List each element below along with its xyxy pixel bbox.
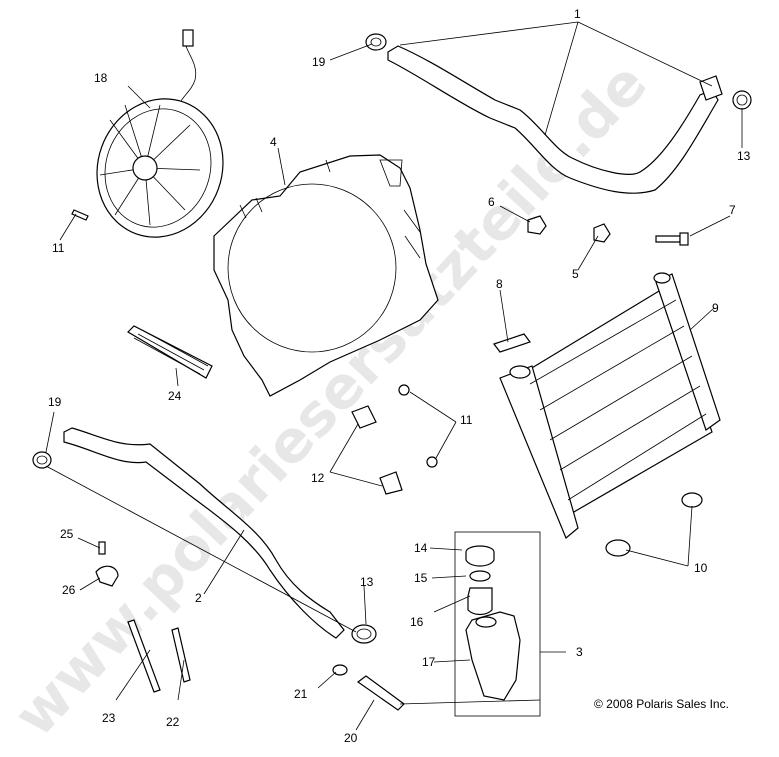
screw-25 (98, 541, 106, 555)
bolt-7 (655, 232, 689, 246)
nut-6 (527, 215, 547, 235)
hose-sleeve (127, 325, 213, 379)
nut-5 (593, 223, 611, 243)
clamp-21 (332, 664, 348, 676)
callout-11-fan: 11 (52, 241, 65, 255)
clip-26 (95, 565, 119, 587)
callout-17: 17 (422, 655, 436, 669)
callout-21: 21 (294, 687, 308, 701)
callout-11-mounts: 11 (460, 413, 473, 427)
copyright-text: © 2008 Polaris Sales Inc. (594, 697, 729, 711)
grommet-upper (681, 492, 703, 508)
callout-4: 4 (270, 135, 277, 149)
callout-1: 1 (574, 7, 581, 21)
strap-23 (127, 619, 161, 693)
callout-22: 22 (166, 715, 180, 729)
callout-10: 10 (694, 561, 708, 575)
fan-shroud (213, 154, 439, 397)
mount-upper (351, 405, 377, 429)
callout-labels: 1 2 3 4 5 6 7 8 9 10 11 11 12 13 13 14 1… (48, 7, 751, 745)
callout-9: 9 (712, 301, 719, 315)
upper-hose (387, 45, 723, 194)
callout-19-upper: 19 (312, 55, 326, 69)
overflow-hose (356, 675, 405, 711)
callout-13-upper: 13 (737, 149, 751, 163)
bolt-fan (71, 209, 89, 221)
reservoir-neck (467, 587, 493, 616)
callout-7: 7 (729, 203, 736, 217)
callout-12: 12 (311, 471, 325, 485)
clamp-upper-left (365, 33, 387, 51)
reservoir-cap (465, 545, 495, 567)
callout-16: 16 (410, 615, 424, 629)
clamp-upper-right (732, 90, 752, 110)
callout-2: 2 (195, 591, 202, 605)
nut-11-lower (426, 456, 438, 468)
cap-seal (469, 570, 491, 582)
callout-14: 14 (414, 541, 428, 555)
fan-assembly (96, 29, 224, 238)
coolant-reservoir (465, 611, 521, 701)
mount-lower (379, 471, 403, 495)
nut-11-upper (398, 384, 410, 396)
callout-15: 15 (414, 571, 428, 585)
reservoir-kit-box (454, 531, 541, 717)
callout-18: 18 (94, 71, 108, 85)
callout-25: 25 (60, 527, 74, 541)
lower-hose (63, 427, 345, 639)
callout-23: 23 (102, 711, 116, 725)
clamp-lower-right (351, 624, 377, 644)
callout-8: 8 (496, 277, 503, 291)
leader-lines (45, 21, 743, 731)
callout-5: 5 (572, 267, 579, 281)
callout-20: 20 (344, 731, 358, 745)
strap-22 (171, 627, 191, 683)
callout-13-lower: 13 (360, 575, 374, 589)
grommet-lower (605, 539, 631, 557)
callout-6: 6 (488, 195, 495, 209)
callout-3: 3 (576, 645, 583, 659)
callout-24: 24 (168, 389, 182, 403)
radiator (499, 272, 721, 539)
callout-26: 26 (62, 583, 76, 597)
clamp-lower-left (32, 451, 52, 469)
callout-19-lower: 19 (48, 395, 62, 409)
bracket-8 (493, 333, 531, 353)
